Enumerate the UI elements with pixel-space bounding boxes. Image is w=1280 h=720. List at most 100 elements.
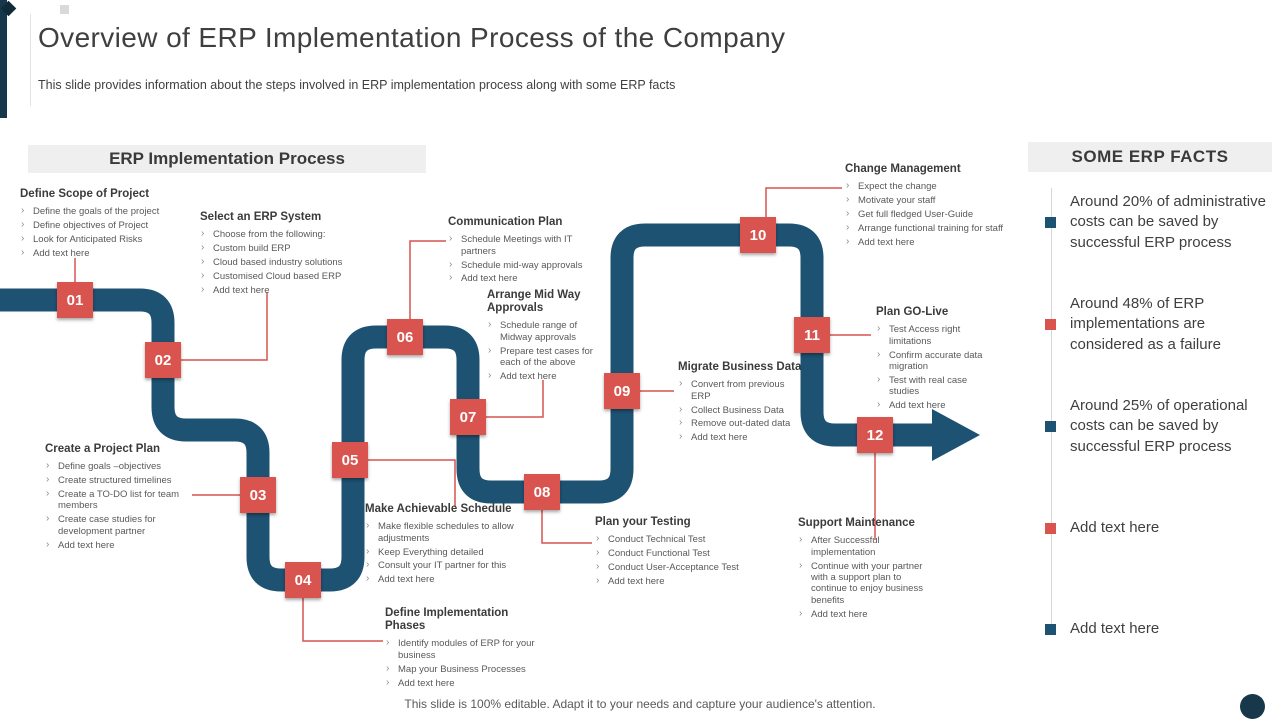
- step-title-11: Plan GO-Live: [876, 306, 949, 318]
- step-item: Expect the change: [845, 180, 1017, 192]
- step-badge-06: 06: [387, 319, 423, 355]
- square-bullet-icon: [1045, 522, 1056, 534]
- step-items-06: Schedule Meetings with IT partners Sched…: [448, 233, 598, 285]
- step-item: Add text here: [385, 677, 550, 689]
- step-items-11: Test Access right limitations Confirm ac…: [876, 323, 998, 411]
- step-item: Keep Everything detailed: [365, 545, 530, 557]
- page-subtitle: This slide provides information about th…: [38, 78, 676, 92]
- step-item: Schedule range of Midway approvals: [487, 319, 609, 343]
- step-block-11: Plan GO-Live Test Access right limitatio…: [876, 306, 998, 414]
- connector-10: [765, 187, 842, 217]
- fact-item-1: Around 20% of administrative costs can b…: [1045, 192, 1277, 253]
- step-item: Custom build ERP: [200, 242, 358, 254]
- step-item: Add text here: [845, 236, 1017, 248]
- facts-timeline: [1051, 188, 1052, 634]
- step-block-05: Make Achievable Schedule Make flexible s…: [365, 503, 530, 588]
- step-title-07: Arrange Mid Way Approvals: [487, 289, 581, 315]
- step-title-02: Select an ERP System: [200, 211, 322, 223]
- step-item: Define goals –objectives: [45, 460, 193, 472]
- step-items-01: Define the goals of the project Define o…: [20, 205, 198, 259]
- step-badge-12: 12: [857, 417, 893, 453]
- connector-06: [409, 240, 446, 319]
- step-title-03: Create a Project Plan: [45, 443, 161, 455]
- step-items-02: Choose from the following: Custom build …: [200, 228, 358, 296]
- square-bullet-icon: [1045, 420, 1056, 432]
- fact-text: Around 25% of operational costs can be s…: [1070, 397, 1248, 455]
- square-decoration: [60, 5, 69, 14]
- step-item: Motivate your staff: [845, 194, 1017, 206]
- fact-text: Around 48% of ERP implementations are co…: [1070, 295, 1221, 353]
- connector-07: [486, 380, 544, 418]
- connector-02: [181, 292, 268, 361]
- step-block-06: Communication Plan Schedule Meetings wit…: [448, 216, 598, 287]
- fact-text: Add text here: [1070, 519, 1160, 536]
- step-item: Continue with your partner with a suppor…: [798, 560, 938, 607]
- step-item: Conduct Technical Test: [595, 533, 763, 545]
- fact-item-3: Around 25% of operational costs can be s…: [1045, 396, 1277, 457]
- step-title-10: Change Management: [845, 163, 961, 175]
- title-divider: [30, 14, 31, 106]
- step-title-05: Make Achievable Schedule: [365, 503, 512, 515]
- step-items-07: Schedule range of Midway approvals Prepa…: [487, 319, 609, 382]
- step-block-12: Support Maintenance After Successful imp…: [798, 517, 938, 622]
- step-item: Define objectives of Project: [20, 219, 198, 231]
- arrow-head: [932, 409, 980, 461]
- step-items-10: Expect the change Motivate your staff Ge…: [845, 180, 1017, 248]
- step-item: Get full fledged User-Guide: [845, 208, 1017, 220]
- step-item: Cloud based industry solutions: [200, 256, 358, 268]
- step-badge-01: 01: [57, 282, 93, 318]
- fact-item-2: Around 48% of ERP implementations are co…: [1045, 294, 1277, 355]
- step-item: Create case studies for development part…: [45, 513, 193, 537]
- step-item: Consult your IT partner for this: [365, 559, 530, 571]
- step-items-09: Convert from previous ERP Collect Busine…: [678, 378, 806, 443]
- square-bullet-icon: [1045, 318, 1056, 330]
- square-bullet-icon: [1045, 623, 1056, 635]
- step-item: Create structured timelines: [45, 474, 193, 486]
- step-badge-11: 11: [794, 317, 830, 353]
- step-item: Add text here: [200, 284, 358, 296]
- step-title-06: Communication Plan: [448, 216, 563, 228]
- step-items-03: Define goals –objectives Create structur…: [45, 460, 193, 551]
- step-badge-09: 09: [604, 373, 640, 409]
- step-item: Make flexible schedules to allow adjustm…: [365, 520, 530, 544]
- step-badge-07: 07: [450, 399, 486, 435]
- step-title-01: Define Scope of Project: [20, 188, 150, 200]
- step-item: Add text here: [678, 431, 806, 443]
- step-item: After Successful implementation: [798, 534, 938, 558]
- connector-05: [368, 459, 456, 507]
- step-title-04: Define Implementation Phases: [385, 607, 509, 633]
- step-item: Convert from previous ERP: [678, 378, 806, 402]
- step-items-04: Identify modules of ERP for your busines…: [385, 637, 550, 689]
- step-item: Add text here: [45, 539, 193, 551]
- connector-lines: [74, 187, 876, 642]
- step-badge-04: 04: [285, 562, 321, 598]
- step-item: Collect Business Data: [678, 403, 806, 415]
- step-item: Test with real case studies: [876, 374, 998, 398]
- step-item: Add text here: [365, 573, 530, 585]
- step-item: Remove out-dated data: [678, 417, 806, 429]
- step-block-10: Change Management Expect the change Moti…: [845, 163, 1017, 251]
- step-item: Test Access right limitations: [876, 323, 998, 347]
- step-item: Conduct User-Acceptance Test: [595, 561, 763, 573]
- step-item: Add text here: [595, 575, 763, 587]
- step-item: Arrange functional training for staff: [845, 222, 1017, 234]
- step-badge-10: 10: [740, 217, 776, 253]
- step-badge-02: 02: [145, 342, 181, 378]
- step-item: Choose from the following:: [200, 228, 358, 240]
- fact-text: Add text here: [1070, 620, 1160, 637]
- connector-04: [302, 598, 383, 642]
- facts-section-header: SOME ERP FACTS: [1028, 142, 1272, 172]
- step-block-07: Arrange Mid Way Approvals Schedule range…: [487, 289, 609, 385]
- square-bullet-icon: [1045, 216, 1056, 228]
- step-item: Confirm accurate data migration: [876, 349, 998, 373]
- step-item: Look for Anticipated Risks: [20, 233, 198, 245]
- corner-circle-decoration: [1240, 694, 1265, 719]
- footer-note: This slide is 100% editable. Adapt it to…: [404, 697, 876, 711]
- step-items-12: After Successful implementation Continue…: [798, 534, 938, 620]
- step-item: Prepare test cases for each of the above: [487, 345, 609, 369]
- fact-text: Around 20% of administrative costs can b…: [1070, 193, 1266, 251]
- step-item: Add text here: [487, 370, 609, 382]
- connector-08: [541, 510, 592, 544]
